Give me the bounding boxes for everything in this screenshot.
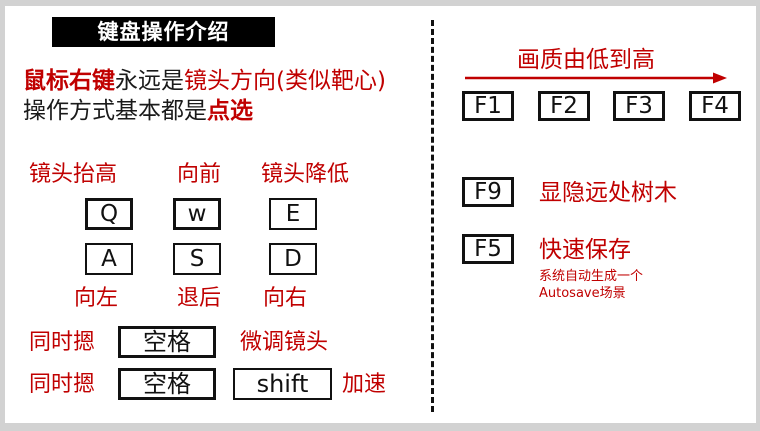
key-e[interactable]: E: [269, 198, 317, 230]
page-title-bar: 键盘操作介绍: [52, 17, 275, 47]
note-quick-save-line2: Autosave场景: [539, 286, 626, 301]
quality-heading: 画质由低到高: [517, 47, 655, 73]
combo2-prefix: 同时摁: [29, 372, 96, 397]
key-d[interactable]: D: [269, 243, 317, 275]
key-f4[interactable]: F4: [689, 91, 741, 121]
key-s[interactable]: S: [173, 243, 221, 275]
page-title: 键盘操作介绍: [97, 19, 230, 44]
intro-line-1: 鼠标右键永远是镜头方向(类似靶心): [23, 66, 443, 96]
key-space-1[interactable]: 空格: [118, 326, 216, 358]
key-shift[interactable]: shift: [233, 368, 332, 400]
intro-line1-part3: 镜头方向(类似靶心): [184, 68, 386, 94]
intro-line-2: 操作方式基本都是点选: [23, 96, 443, 126]
section-divider: [431, 20, 434, 412]
intro-line1-part2: 永远是: [115, 68, 184, 94]
label-toggle-distant-trees: 显隐远处树木: [539, 180, 677, 206]
label-quick-save: 快速保存: [539, 237, 631, 263]
right-arrow-icon: [465, 70, 727, 84]
key-q[interactable]: Q: [85, 198, 133, 230]
key-a[interactable]: A: [85, 243, 133, 275]
key-f2[interactable]: F2: [538, 91, 590, 121]
intro-line1-part1: 鼠标右键: [23, 68, 115, 94]
label-left: 向左: [74, 286, 119, 311]
key-space-2[interactable]: 空格: [118, 368, 216, 400]
label-camera-up: 镜头抬高: [29, 162, 118, 187]
key-w[interactable]: w: [173, 198, 221, 230]
label-right: 向右: [263, 286, 308, 311]
combo1-prefix: 同时摁: [29, 330, 96, 355]
combo2-suffix: 加速: [342, 372, 387, 397]
key-f9[interactable]: F9: [462, 177, 514, 207]
intro-line2-part1: 操作方式基本都是: [23, 98, 207, 124]
key-f5[interactable]: F5: [462, 234, 514, 264]
intro-paragraph: 鼠标右键永远是镜头方向(类似靶心) 操作方式基本都是点选: [23, 66, 443, 126]
combo1-suffix: 微调镜头: [240, 330, 329, 355]
label-camera-down: 镜头降低: [261, 162, 350, 187]
slide-canvas: 键盘操作介绍 鼠标右键永远是镜头方向(类似靶心) 操作方式基本都是点选 镜头抬高…: [5, 6, 756, 423]
label-forward: 向前: [177, 162, 222, 187]
key-f1[interactable]: F1: [462, 91, 514, 121]
label-backward: 退后: [177, 286, 222, 311]
note-quick-save-line1: 系统自动生成一个: [539, 269, 644, 284]
intro-line2-part2: 点选: [207, 98, 253, 124]
key-f3[interactable]: F3: [613, 91, 665, 121]
